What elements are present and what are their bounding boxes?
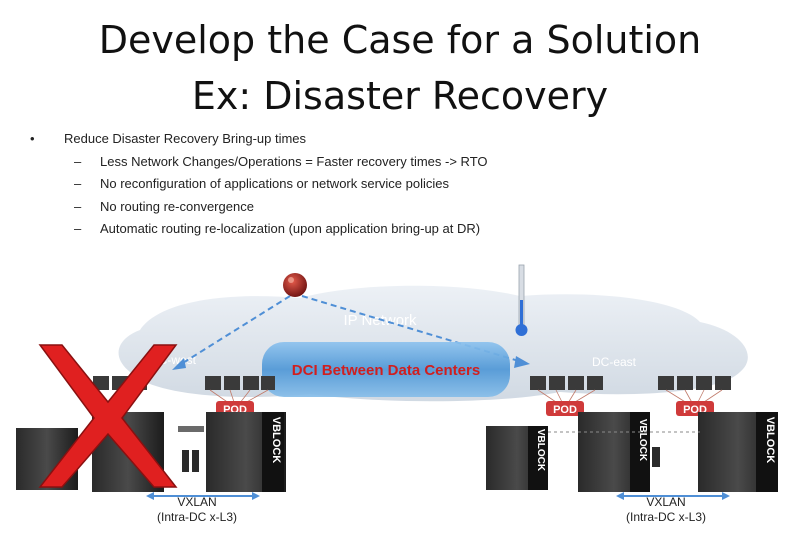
- arrow-head-west-icon: [172, 358, 186, 370]
- intra-dc-west-label: (Intra-DC x-L3): [157, 510, 237, 524]
- pod-east-1: POD: [546, 401, 584, 416]
- sub-bullet: – No routing re-convergence: [30, 196, 488, 219]
- failure-cross-icon: [38, 344, 178, 488]
- sub-bullet: – Less Network Changes/Operations = Faste…: [30, 151, 488, 174]
- dash-icon: –: [74, 221, 82, 236]
- sub-bullet-text: No reconfiguration of applications or ne…: [100, 176, 450, 191]
- vxlan-east-label: VXLAN: [646, 495, 685, 509]
- dci-bar: DCI Between Data Centers: [262, 342, 510, 397]
- vblock-west-label: VBLOCK: [270, 417, 282, 464]
- storage-icon: [652, 447, 660, 467]
- slide-title-line1: Develop the Case for a Solution: [98, 18, 702, 62]
- appliance-icon: [178, 426, 204, 432]
- east-switches: [530, 376, 731, 390]
- bullet-list: • Reduce Disaster Recovery Bring-up time…: [30, 128, 488, 241]
- vxlan-west: VXLAN (Intra-DC x-L3): [146, 492, 260, 524]
- sub-bullet-text: No routing re-convergence: [100, 198, 254, 214]
- slide-title-line2: Ex: Disaster Recovery: [191, 74, 609, 118]
- vblock-east-1-label: VBLOCK: [535, 429, 546, 472]
- vblock-east-3-label: VBLOCK: [764, 417, 776, 464]
- bullet-main: • Reduce Disaster Recovery Bring-up time…: [30, 128, 488, 151]
- bullet-dot-icon: •: [30, 131, 35, 146]
- failure-ball-icon: [283, 273, 307, 297]
- thermometer-icon: [515, 264, 528, 336]
- dash-icon: –: [74, 153, 82, 169]
- storage-icon: [192, 450, 199, 472]
- intra-dc-east-label: (Intra-DC x-L3): [626, 510, 706, 524]
- sub-bullet: – Automatic routing re-localization (upon…: [30, 218, 488, 241]
- dash-icon: –: [74, 176, 82, 191]
- dci-label: DCI Between Data Centers: [292, 362, 480, 379]
- sub-bullet-text: Less Network Changes/Operations = Faster…: [100, 153, 488, 169]
- vxlan-east: VXLAN (Intra-DC x-L3): [616, 492, 730, 524]
- pod-east-1-label: POD: [553, 404, 577, 416]
- vblock-east-2-label: VBLOCK: [637, 419, 648, 462]
- sub-bullet-text: Automatic routing re-localization (upon …: [100, 221, 481, 236]
- dc-east-label: DC-east: [592, 355, 637, 369]
- storage-icon: [182, 450, 189, 472]
- east-racks: VBLOCK VBLOCK VBLOCK: [486, 412, 778, 492]
- bullet-main-text: Reduce Disaster Recovery Bring-up times: [64, 131, 307, 146]
- sub-bullet: – No reconfiguration of applications or n…: [30, 173, 488, 196]
- dash-icon: –: [74, 198, 82, 214]
- arrow-head-east-icon: [514, 356, 530, 368]
- vxlan-west-label: VXLAN: [177, 495, 216, 509]
